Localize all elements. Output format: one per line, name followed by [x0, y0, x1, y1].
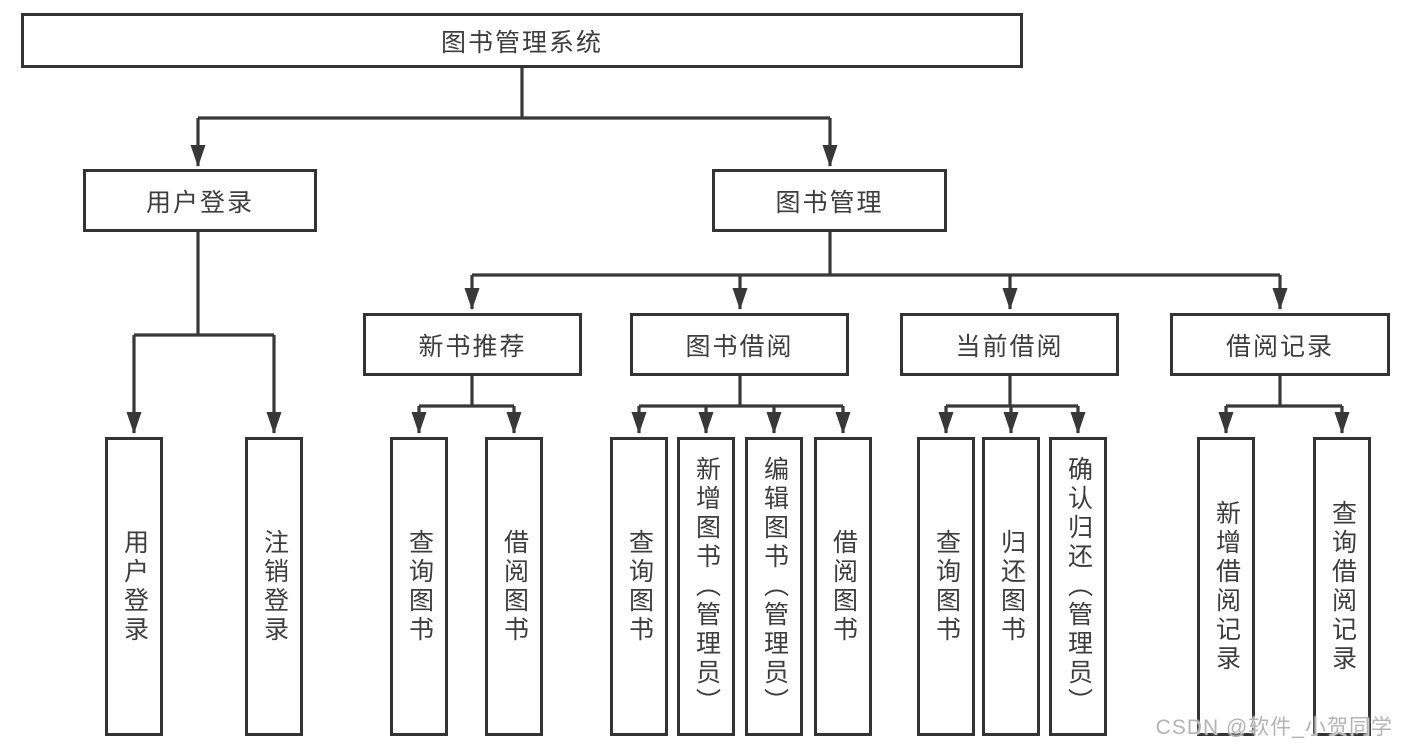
node-leaf-query-books-1: 查询图书 — [390, 437, 448, 736]
node-label: 图书管理 — [775, 188, 884, 217]
node-leaf-logout: 注销登录 — [245, 437, 303, 736]
node-label: 新增借阅记录 — [1212, 499, 1241, 674]
node-leaf-query-books-2: 查询图书 — [610, 437, 668, 736]
node-label: 查询借阅记录 — [1328, 499, 1357, 674]
node-leaf-add-borrow-record: 新增借阅记录 — [1197, 437, 1255, 736]
node-label: 查询图书 — [932, 528, 961, 645]
node-new-book-recommend: 新书推荐 — [363, 313, 582, 376]
node-label: 借阅记录 — [1225, 332, 1334, 361]
node-leaf-add-book-admin: 新增图书（管理员） — [677, 437, 735, 736]
node-book-management: 图书管理 — [712, 169, 947, 232]
node-leaf-edit-book-admin: 编辑图书（管理员） — [745, 437, 803, 736]
node-label: 当前借阅 — [955, 332, 1064, 361]
node-label: 用户登录 — [120, 528, 149, 645]
node-label: 新增图书（管理员） — [692, 456, 721, 717]
node-user-login: 用户登录 — [83, 169, 317, 232]
node-label: 借阅图书 — [829, 528, 858, 645]
node-root-library-system: 图书管理系统 — [21, 13, 1023, 68]
node-label: 归还图书 — [997, 528, 1026, 645]
csdn-watermark: CSDN @软件_小贺同学 — [1155, 716, 1393, 739]
node-borrowing-records: 借阅记录 — [1170, 313, 1390, 376]
node-book-borrowing: 图书借阅 — [630, 313, 849, 376]
node-leaf-borrow-books-2: 借阅图书 — [814, 437, 872, 736]
node-label: 用户登录 — [145, 188, 254, 217]
node-leaf-user-login: 用户登录 — [105, 437, 163, 736]
node-label: 编辑图书（管理员） — [760, 456, 789, 717]
node-label: 查询图书 — [405, 528, 434, 645]
node-leaf-query-borrow-record: 查询借阅记录 — [1313, 437, 1371, 736]
node-leaf-return-book: 归还图书 — [982, 437, 1040, 736]
node-leaf-query-books-3: 查询图书 — [917, 437, 975, 736]
node-leaf-borrow-books-1: 借阅图书 — [485, 437, 543, 736]
node-label: 图书借阅 — [685, 332, 794, 361]
node-leaf-confirm-return-admin: 确认归还（管理员） — [1049, 437, 1107, 736]
node-label: 借阅图书 — [500, 528, 529, 645]
node-label: 查询图书 — [625, 528, 654, 645]
node-label: 确认归还（管理员） — [1064, 456, 1093, 717]
node-current-borrowing: 当前借阅 — [900, 313, 1119, 376]
node-label: 图书管理系统 — [440, 28, 603, 57]
node-label: 新书推荐 — [418, 332, 527, 361]
node-label: 注销登录 — [260, 528, 289, 645]
